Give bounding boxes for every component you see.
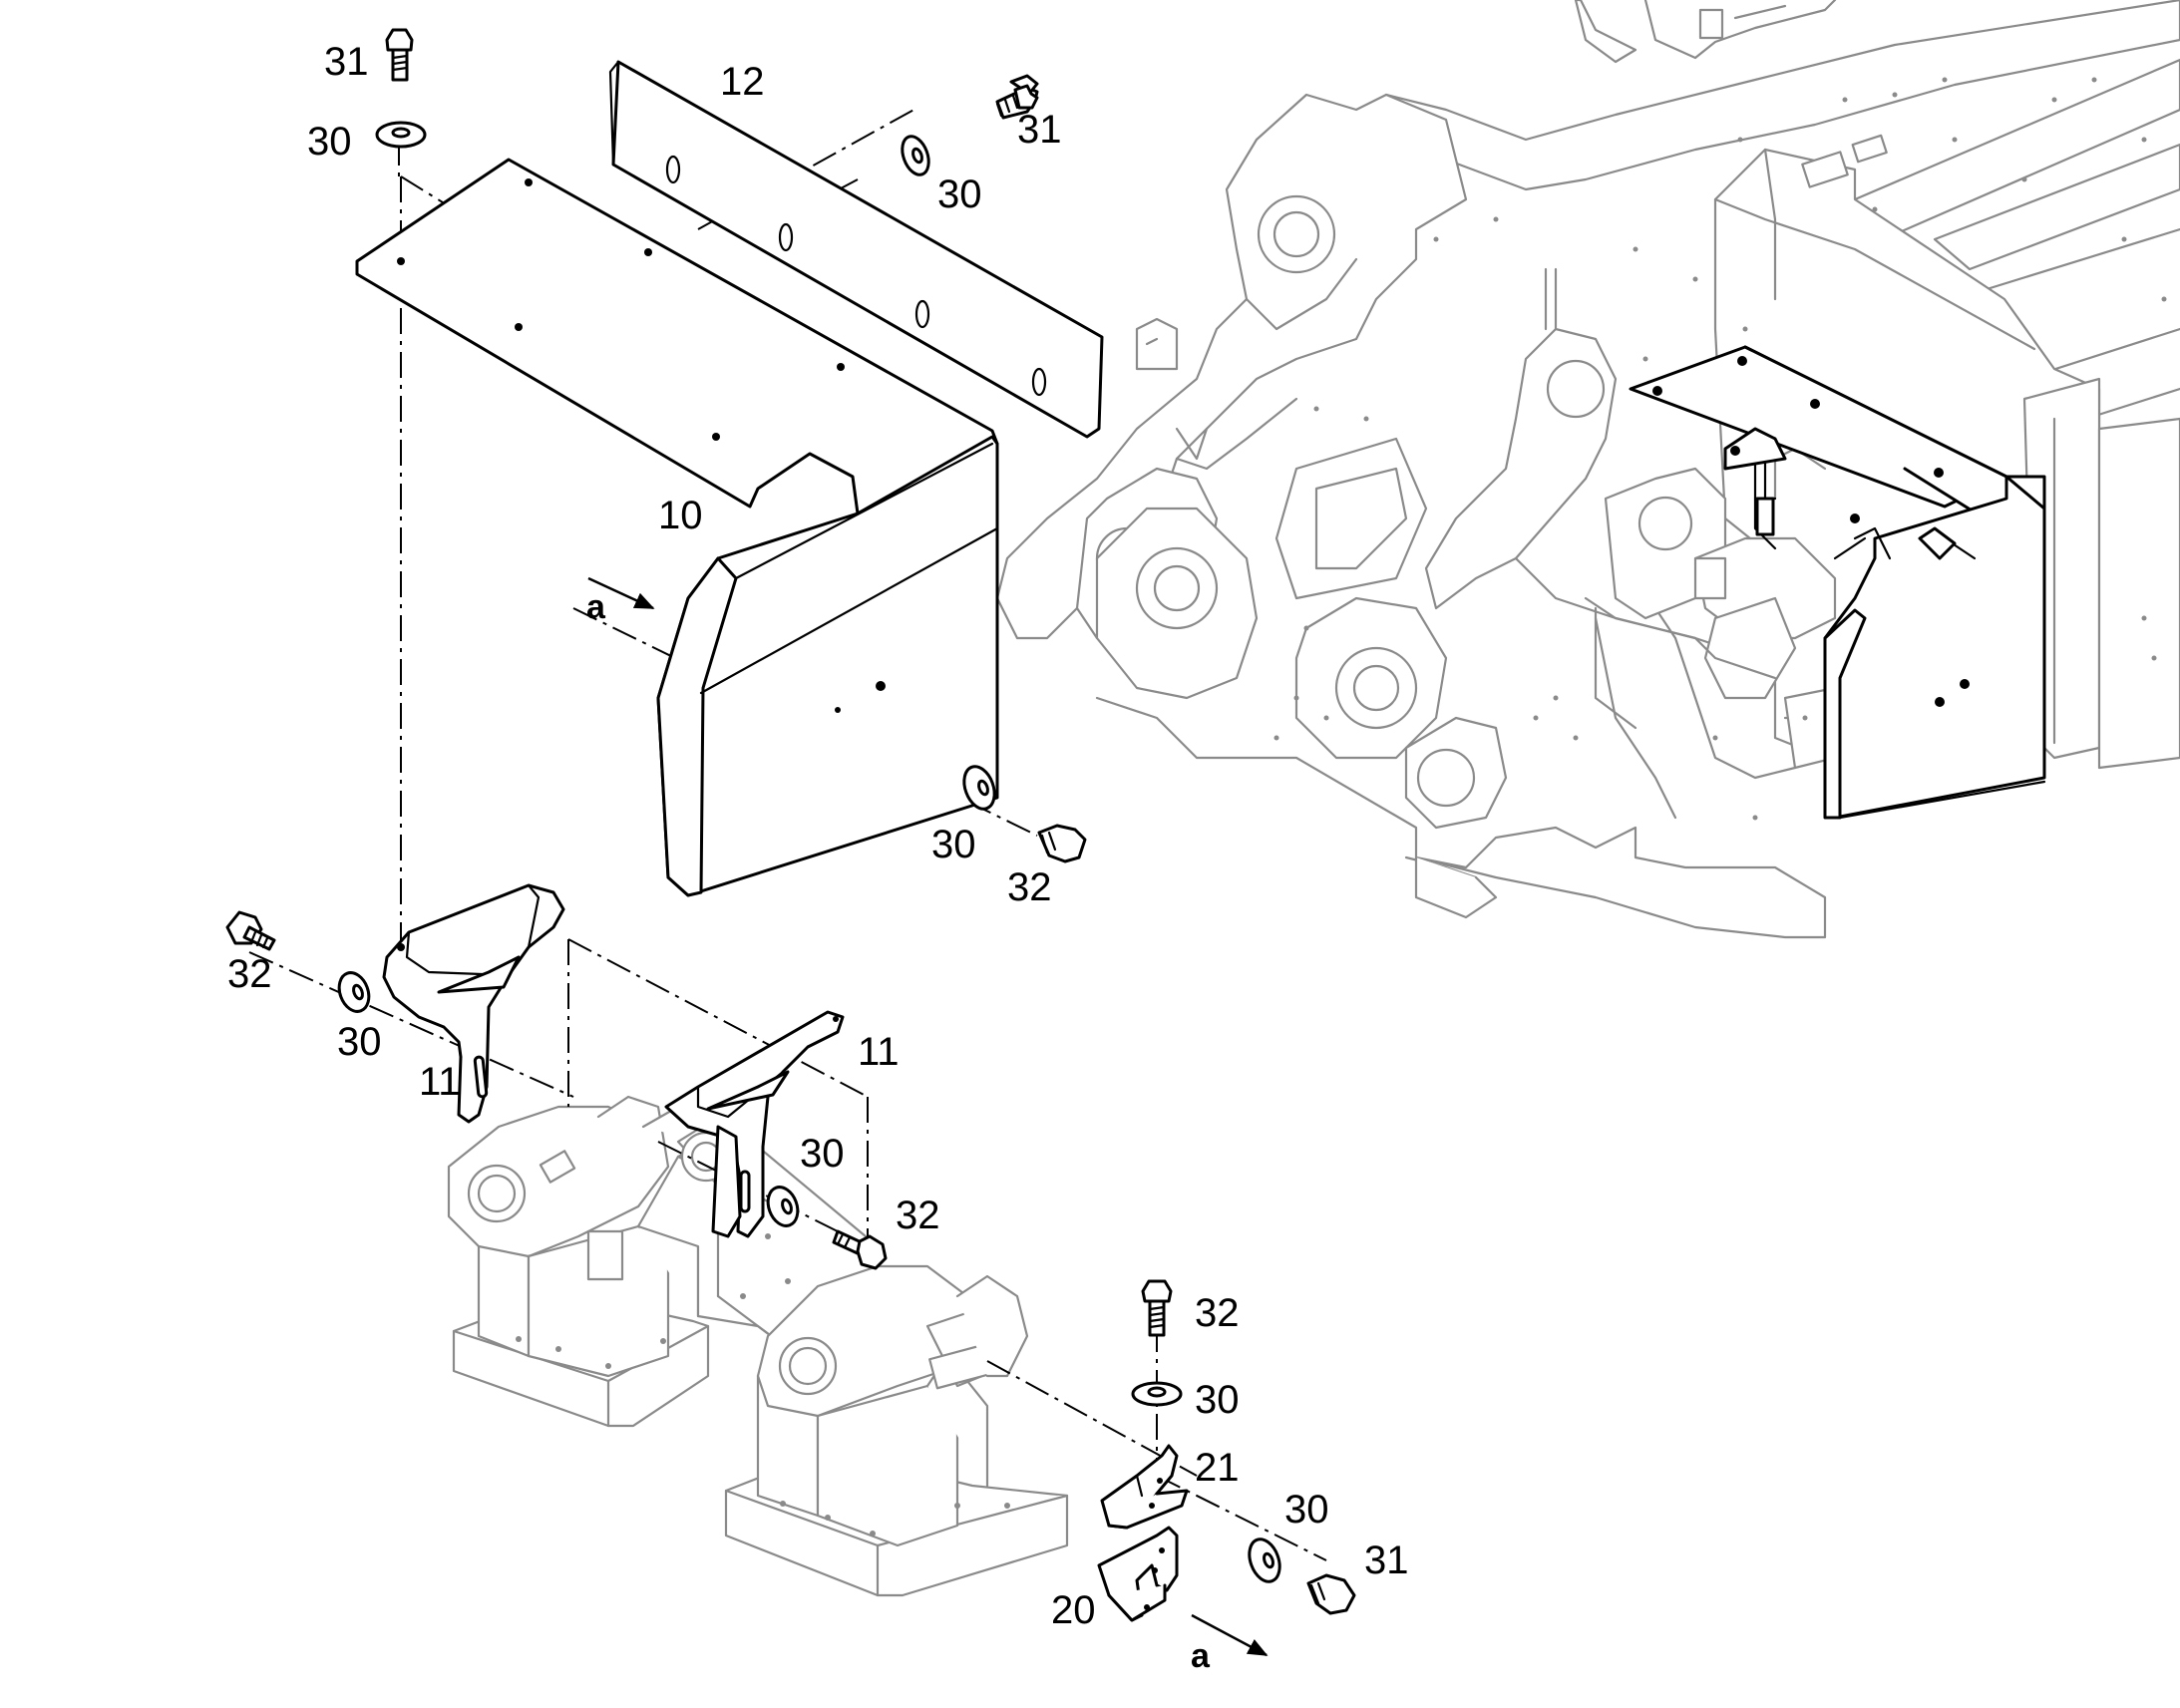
callout-30-bottom: 30 (1284, 1488, 1329, 1532)
callout-31-right: 31 (1017, 108, 1062, 152)
bolt-32-cover (1037, 824, 1087, 863)
washer-30-lower (1131, 1381, 1183, 1407)
callout-11-right: 11 (858, 1030, 900, 1074)
view-marker-upper: a (586, 588, 606, 626)
view-arrow-upper: a (586, 576, 655, 626)
callout-31-top: 31 (324, 40, 369, 84)
view-arrow-lower: a (1191, 1613, 1269, 1675)
part-12-strip (608, 60, 1104, 439)
machine-frame (995, 0, 2180, 939)
callout-30-lower: 30 (1195, 1378, 1240, 1422)
base-bracket-right (724, 1264, 1069, 1597)
washer-30-bottom (1248, 1537, 1281, 1583)
bolt-32-lower (1141, 1279, 1173, 1337)
washer-30-cover (962, 765, 996, 811)
washer-30-top (375, 121, 427, 149)
callout-11-left: 11 (419, 1060, 461, 1104)
part-11-bracket-left (382, 883, 565, 1124)
bolt-31-top (385, 28, 414, 82)
base-bracket-left (447, 1095, 710, 1428)
bolt-32-center (832, 1229, 888, 1270)
part-20-bracket (1097, 1526, 1179, 1622)
bolt-31-right (995, 74, 1039, 120)
callout-10: 10 (658, 494, 703, 537)
view-marker-lower: a (1191, 1637, 1211, 1675)
callout-32-lower: 32 (1195, 1291, 1240, 1335)
bolt-31-bottom (1306, 1573, 1356, 1615)
callout-20: 20 (1051, 1588, 1096, 1632)
bolt-32-left (225, 910, 276, 951)
part-10-cover (355, 158, 999, 897)
callout-21: 21 (1195, 1446, 1240, 1490)
washer-30-right (901, 135, 930, 176)
callout-labels: 31 30 12 31 30 10 30 32 32 30 11 11 30 3… (227, 40, 1409, 1632)
callout-30-top: 30 (307, 120, 352, 164)
washer-30-left (337, 971, 371, 1013)
callout-30-center: 30 (800, 1132, 845, 1176)
callout-31-bottom: 31 (1364, 1538, 1409, 1582)
callout-32-cover: 32 (1007, 865, 1052, 909)
washer-30-center (766, 1186, 800, 1227)
part-11-bracket-right (664, 1010, 845, 1238)
callout-30-right: 30 (937, 172, 982, 216)
callout-12: 12 (720, 60, 765, 104)
callout-30-cover: 30 (931, 823, 976, 866)
callout-32-left: 32 (227, 952, 272, 996)
part-21-bracket (1100, 1444, 1189, 1530)
callout-32-center: 32 (896, 1194, 940, 1237)
callout-30-left: 30 (337, 1020, 382, 1064)
installed-cover-assembly (1629, 345, 2046, 820)
